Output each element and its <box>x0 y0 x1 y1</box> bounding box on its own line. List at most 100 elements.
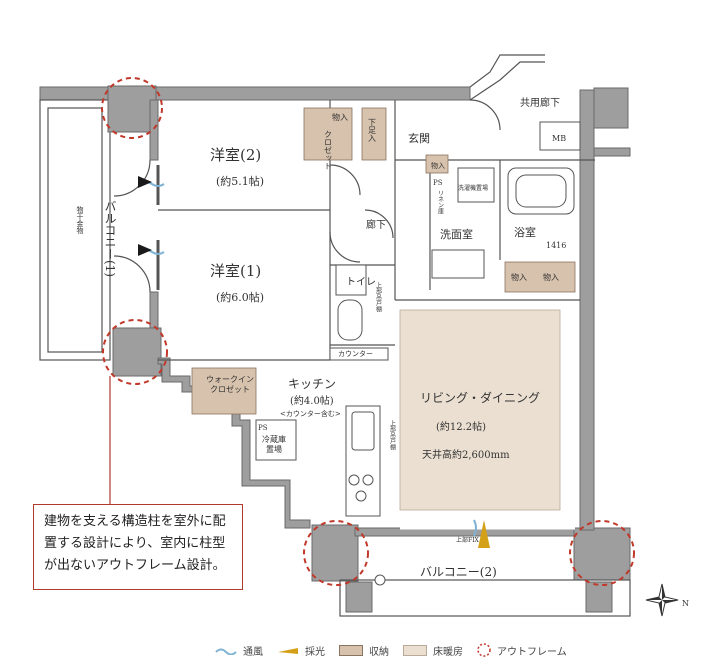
column-left-lower <box>112 327 162 377</box>
roof-edge <box>469 54 545 88</box>
washroom-label: 洗面室 <box>440 227 473 241</box>
right-wall-stub <box>593 147 631 157</box>
floor-heating-ld <box>399 309 561 511</box>
light-marker-room2 <box>138 176 152 188</box>
light-marker-room1 <box>138 244 152 256</box>
wash-machine <box>457 167 495 203</box>
room-2-size: (約5.1帖) <box>216 174 264 188</box>
shoe-label: 下足入 <box>368 118 377 142</box>
corridor-label: 共用廊下 <box>520 96 560 109</box>
column-bottom-left <box>311 524 359 582</box>
storage-shoe <box>361 107 387 161</box>
fridge-label: 冷蔵庫置場 <box>262 434 286 454</box>
balcony-2-label: バルコニー(2) <box>420 565 497 579</box>
linen-label: リネン庫 <box>437 190 444 215</box>
left-wall-upper <box>149 99 159 161</box>
outframe-circle-bottom-right <box>569 520 635 586</box>
light-marker-ld <box>478 520 490 548</box>
outframe-icon <box>477 643 491 657</box>
hallway-label: 廊下 <box>366 218 386 231</box>
room-1-name: 洋室(1) <box>210 262 261 280</box>
outframe-circle-left <box>102 319 168 385</box>
walk-in-closet-label: ウォークインクロゼット <box>206 375 254 394</box>
svg-text:N: N <box>682 599 689 608</box>
toilet-label: トイレ <box>346 277 376 288</box>
legend-light-label: 採光 <box>305 646 325 658</box>
door-swing-entrance <box>469 99 501 131</box>
stove-burner-1 <box>348 474 360 486</box>
storage-label-entrance: 物入 <box>431 161 445 170</box>
kitchen-sink <box>351 411 375 451</box>
stove-burner-2 <box>362 474 374 486</box>
balcony-1-frame <box>39 99 111 361</box>
legend-outframe-label: アウトフレーム <box>497 646 567 658</box>
wash-machine-label: 洗濯機置場 <box>458 184 488 192</box>
storage-walk-in <box>191 367 257 415</box>
rack-label: 物干金物 <box>76 205 84 235</box>
right-wall <box>579 89 595 531</box>
outframe-circle-bottom-left <box>303 520 369 586</box>
ps-label-2: PS <box>258 424 268 432</box>
compass-icon: N <box>645 583 689 617</box>
ld-ceiling: 天井高約2,600mm <box>422 448 510 461</box>
wind-icon <box>215 648 237 655</box>
room-2-name: 洋室(2) <box>210 146 261 164</box>
ld-name: リビング・ダイニング <box>420 390 540 405</box>
mb-label: MB <box>552 134 566 143</box>
bathroom-size: 1416 <box>546 241 566 250</box>
kitchen-note: <カウンター含む> <box>280 409 341 418</box>
room-1-size: (約6.0帖) <box>216 290 264 304</box>
legend-heat-label: 床暖房 <box>433 646 463 658</box>
top-wall <box>39 86 471 101</box>
balcony-2-post-left <box>345 581 373 613</box>
storage-label-1: 物入 <box>332 112 348 122</box>
column-bottom-right <box>573 527 631 581</box>
left-wall-lower <box>149 291 159 333</box>
outframe-circle-top-left <box>101 77 163 139</box>
counter-label: カウンター <box>338 349 373 358</box>
column-top-right <box>593 87 629 129</box>
door-swing-room2 <box>329 164 361 196</box>
door-swing-balcony1-lower <box>113 255 151 293</box>
legend-storage-label: 収納 <box>369 646 389 658</box>
roof-edge-inner <box>469 61 545 101</box>
kitchen-size: (約4.0帖) <box>290 394 334 407</box>
stove-burner-3 <box>355 490 367 502</box>
balcony-1-rail <box>47 107 103 353</box>
balcony-2-frame <box>339 579 631 617</box>
door-swing-wash <box>364 209 394 239</box>
wash-basin <box>431 249 485 279</box>
outframe-callout: 建物を支える構造柱を室外に配置する設計により、室内に柱型が出ないアウトフレーム設… <box>33 504 243 590</box>
wind-marker-ld <box>473 519 477 537</box>
ps-label-1: PS <box>433 179 443 187</box>
kitchen-name: キッチン <box>288 377 336 391</box>
storage-hall <box>504 261 576 293</box>
counter-fixture <box>329 347 389 361</box>
storage-label-hall-2: 物入 <box>543 272 559 282</box>
light-icon <box>278 647 298 654</box>
balcony-1-label: バルコニー(1) <box>103 200 117 277</box>
closet-label: クロゼット <box>324 130 333 170</box>
column-top-left <box>107 85 157 133</box>
fridge-space <box>255 419 297 461</box>
storage-entrance <box>425 154 449 174</box>
legend-wind-label: 通風 <box>243 646 263 658</box>
legend: 通風 採光 収納 床暖房 アウトフレーム <box>215 642 575 658</box>
storage-label-hall-1: 物入 <box>511 272 527 282</box>
wall-unit-label: 上部吊戸棚 <box>375 281 382 313</box>
bathtub-inner <box>515 174 567 208</box>
heat-swatch <box>403 644 427 656</box>
door-swing-room1 <box>329 231 361 263</box>
kitchen-shelf-label: 上部吊戸棚 <box>389 419 396 451</box>
storage-swatch <box>339 644 363 656</box>
meter-box <box>539 121 581 151</box>
entrance-label: 玄関 <box>408 131 430 145</box>
storage-closet-room2 <box>303 107 353 161</box>
toilet-bowl <box>337 299 363 341</box>
balcony-2-post-right <box>585 581 613 613</box>
balcony-drain <box>374 574 386 586</box>
toilet-tank <box>335 264 367 296</box>
stepped-wall <box>157 357 311 529</box>
bathroom-label: 浴室 <box>514 225 536 239</box>
